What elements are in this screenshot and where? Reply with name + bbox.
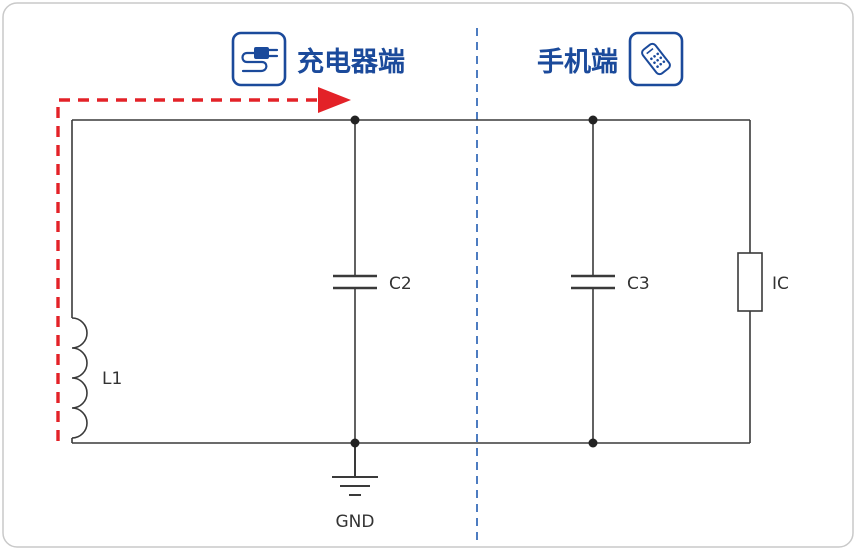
capacitor-c3 [571, 274, 615, 290]
junction-dot [588, 115, 598, 125]
inductor-label: L1 [102, 369, 122, 389]
arrowhead-icon [318, 87, 351, 113]
phone-glyph [641, 42, 671, 76]
phone-side-label: 手机端 [537, 47, 618, 78]
ground-label: GND [336, 512, 375, 532]
ic-component [737, 252, 763, 312]
junction-dot [588, 438, 598, 448]
junction-dot [350, 438, 360, 448]
charger-plug-icon [231, 31, 287, 87]
junction-dot [350, 115, 360, 125]
plug-body-glyph [254, 47, 269, 59]
capacitor-c3-label: C3 [627, 274, 650, 294]
current-flow-arrow [56, 87, 351, 441]
ground-symbol [332, 443, 378, 496]
phone-icon [628, 31, 684, 87]
capacitor-c2 [333, 274, 377, 290]
inductor-coil [71, 317, 88, 439]
charger-side-label: 充电器端 [297, 46, 405, 78]
current-flow-dashed-path [56, 98, 320, 441]
plug-cable-glyph [241, 51, 268, 73]
capacitor-c2-label: C2 [389, 274, 412, 294]
ic-label: IC [772, 274, 789, 294]
